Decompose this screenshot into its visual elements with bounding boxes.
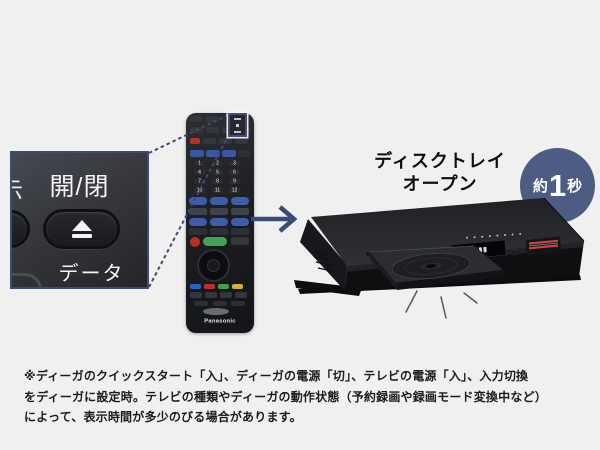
keypad-number: 8 [211,178,223,185]
remote-button [206,116,218,122]
remote-button [220,292,232,298]
remote-button [203,138,216,144]
card-slot [526,236,561,256]
remote-button [231,218,249,226]
headline-line2: オープン [402,174,478,194]
display-digits [463,246,487,254]
data-button-label: データ [58,263,125,285]
color-button-blue [190,284,201,289]
remote-button [210,197,228,205]
quick-start-logo [203,308,229,315]
emphasis-rays [405,290,478,319]
keypad-number: 10 [194,187,205,194]
partial-button-label: 示 [12,171,23,206]
keypad-number: 11 [211,187,223,194]
remote-button [213,301,227,306]
headline: ディスクトレイ オープン [352,150,528,196]
arrow-right [251,205,298,233]
keypad-number: 5 [211,169,223,176]
remote-button [231,301,245,306]
remote-button [235,138,248,144]
disc [391,252,471,280]
tiny-label-mark [234,131,241,133]
eject-icon [71,220,92,231]
dpad [197,249,230,282]
badge-prefix: 約 [532,178,548,195]
keypad-number: 12 [229,187,240,194]
front-lip [346,241,584,272]
remote-button [189,228,207,235]
remote-button-tuner [222,150,236,157]
zoom-inset-panel: 示 開/閉 データ [10,151,149,289]
remote-button [238,150,250,157]
badge-suffix: 秒 [567,178,583,195]
remote-button-tuner [190,150,204,157]
badge-number: 1 [548,168,567,203]
remote-button [231,208,249,215]
eject-button [43,209,120,249]
usb-port [511,251,520,256]
keypad-number: 9 [229,178,240,185]
remote-button [194,301,208,306]
keypad-number: 4 [194,169,205,176]
tiny-label-mark [234,118,241,120]
disc-tray [368,245,504,284]
color-button-red [204,284,215,289]
remote-button [231,197,249,205]
base-plate [294,280,362,296]
record-button [190,237,200,247]
remote-button-tuner [206,150,220,157]
remote-button [189,208,207,215]
color-button-green [218,284,229,289]
left-face [300,219,347,291]
dpad-ok-button [207,259,220,272]
front-face [345,241,584,290]
footnote: ※ディーガのクイックスタート「入」、ディーガの電源「切」、テレビの電源「入」、入… [24,369,547,424]
remote-button [231,228,249,235]
remote-button [210,208,228,215]
keypad-number: 6 [229,169,240,176]
keypad-number: 2 [211,160,223,167]
brand-label: Panasonic [204,317,236,324]
tray-left-lip [369,252,397,290]
front-display [450,239,507,261]
partial-neighbor-button [12,210,30,248]
remote-button [219,138,232,144]
remote-button [210,218,228,226]
red-stripes [528,239,559,250]
start-button [203,237,227,246]
keypad-number: 3 [229,160,240,167]
remote-button [190,116,202,122]
tiny-eject-mark [236,124,239,127]
keypad-number: 1 [194,160,205,167]
tray-edge [368,245,475,253]
eject-icon-bar [71,234,92,238]
base-shadow [298,275,581,294]
keypad-number: 7 [194,178,205,185]
remote-button [189,218,207,226]
remote-button-record-mode [190,138,200,144]
headline-line1: ディスクトレイ [374,151,506,171]
duration-badge: 約 1 秒 [520,148,595,223]
tray-front-lip [396,270,504,290]
remote-button [231,237,249,245]
remote-button [235,292,247,298]
remote-button [206,127,219,133]
side-vents [312,251,337,273]
open-close-label: 開/閉 [49,173,110,201]
remote-button [205,292,217,298]
color-button-yellow [232,284,243,289]
tray-opening [366,246,477,256]
indicator-dots [466,232,522,239]
remote-button [190,127,203,133]
button-highlight-box [228,113,247,137]
remote-button [189,197,207,205]
remote-button [190,292,202,298]
remote-button [210,228,228,235]
